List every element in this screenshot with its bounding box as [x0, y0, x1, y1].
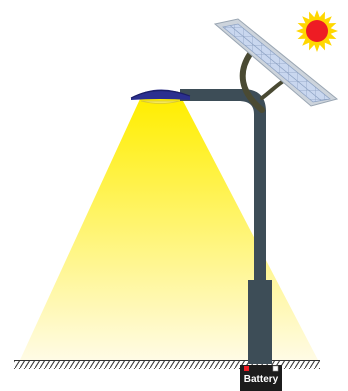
battery-box: Battery: [240, 365, 282, 391]
sun-icon: [296, 10, 338, 52]
light-beam: [20, 99, 318, 360]
battery-terminal-positive: [244, 366, 249, 371]
battery-label: Battery: [244, 374, 279, 385]
pole-upper-section: [254, 110, 266, 282]
pole-lower-section: [248, 280, 272, 364]
battery-terminal-negative: [273, 366, 278, 371]
